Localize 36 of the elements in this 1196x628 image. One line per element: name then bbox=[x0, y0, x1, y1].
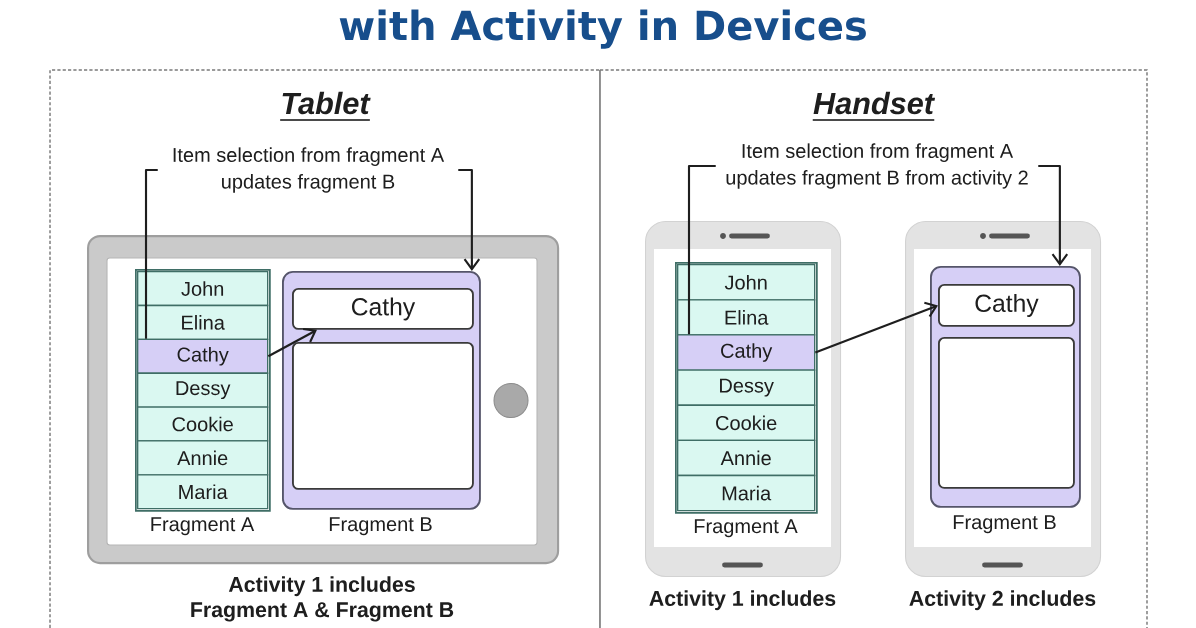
heading: Handset bbox=[811, 91, 936, 121]
list-item: Elina bbox=[677, 299, 816, 336]
annotation: Item selection from fragment A updates fragment B bbox=[173, 147, 445, 193]
empty-box bbox=[938, 337, 1075, 489]
leader-line bbox=[687, 164, 716, 335]
empty-box bbox=[292, 342, 474, 490]
heading: Tablet bbox=[279, 91, 371, 121]
list-item: Annie bbox=[137, 440, 269, 476]
arrow bbox=[458, 168, 481, 271]
label: Fragment A bbox=[694, 519, 798, 538]
label: Fragment A bbox=[151, 517, 255, 536]
label: Activity 1 includes Fragment A & Fragment B bbox=[191, 576, 454, 622]
list-item: John bbox=[137, 271, 269, 307]
annotation: Item selection from fragment A updates fragment B from activity 2 bbox=[726, 143, 1028, 189]
list-item: Cathy bbox=[137, 338, 269, 374]
text-box: Cathy bbox=[938, 284, 1075, 327]
list-item: Maria bbox=[137, 474, 269, 510]
label: Activity 2 includes bbox=[909, 590, 1096, 611]
arrow bbox=[1038, 164, 1069, 266]
label: Fragment B bbox=[329, 517, 432, 536]
list-item: Annie bbox=[677, 439, 816, 477]
title: with Activity in Devices bbox=[339, 9, 866, 49]
list-item: Cookie bbox=[137, 406, 269, 442]
arrow bbox=[267, 328, 317, 358]
list-item: Dessy bbox=[677, 369, 816, 406]
list-item: John bbox=[677, 264, 816, 301]
arrow bbox=[814, 301, 938, 354]
list-item: Cookie bbox=[677, 404, 816, 442]
label: Fragment B bbox=[953, 515, 1056, 534]
label: Activity 1 includes bbox=[649, 590, 836, 611]
leader-line bbox=[144, 168, 158, 339]
list-item: Maria bbox=[677, 474, 816, 512]
text-box: Cathy bbox=[292, 288, 474, 330]
list-item: Dessy bbox=[137, 372, 269, 408]
list-item: Elina bbox=[137, 304, 269, 341]
list-item: Cathy bbox=[677, 334, 816, 371]
